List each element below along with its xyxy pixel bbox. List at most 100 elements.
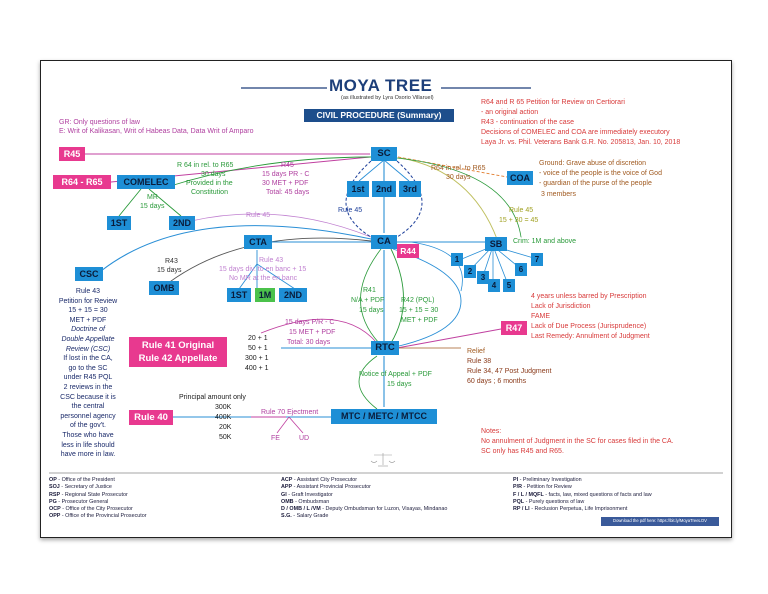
r64-comelec-label: 30 days [201, 171, 226, 178]
legend-item: RP / LI - Reclusion Perpetua, Life Impri… [513, 506, 628, 513]
amount-line: 400 + 1 [245, 365, 269, 372]
rule45-right-label: 15 + 30 = 45 [499, 217, 539, 224]
r47-text-line: Last Remedy: Annulment of Judgment [531, 333, 650, 340]
rule70-label: Rule 70 Ejectment [261, 409, 319, 416]
r64-comelec-label: Provided in the [186, 180, 233, 187]
pr-rtc-label: 15 days P/R - C [285, 319, 335, 326]
principal-value: 400K [215, 414, 232, 421]
legend-item: PQL - Purely questions of law [513, 498, 585, 505]
ca-box: CA [371, 235, 397, 249]
sb-division: 1 [451, 253, 463, 266]
scales-icon [370, 453, 396, 467]
footer-legend-col1: OP - Office of the President SOJ - Secre… [49, 477, 147, 521]
legend-item: S.G. - Salary Grade [281, 513, 329, 520]
sb-division: 3 [477, 271, 489, 284]
legend-item: PI - Preliminary Investigation [513, 477, 582, 483]
gr-note-line: GR: Only questions of law [59, 119, 140, 126]
sb-division: 2 [464, 265, 476, 278]
cta-division-1st: 1ST [227, 288, 251, 302]
legend-item: D / OMB / L /VM - Deputy Ombudsman for L… [281, 506, 448, 513]
rule40-box: Rule 40 [129, 410, 173, 425]
r64-coa-label: R64 in rel. to R65 [431, 165, 486, 172]
comelec-division-2nd: 2ND [169, 216, 195, 230]
ground-note-line: Ground: Grave abuse of discretion [539, 160, 647, 167]
legend-item: P/R - Petition for Review [513, 484, 572, 491]
ground-note-line: - guardian of the purse of the people [539, 180, 652, 187]
rule45-mid-label: Rule 45 [246, 212, 271, 219]
fe-label: FE [271, 435, 280, 442]
legend-item: RSP - Regional State Prosecutor [49, 491, 128, 498]
comelec-box: COMELEC [117, 175, 175, 189]
legend-item: GI - Graft Investigator [281, 491, 333, 498]
rule45-left-label: Rule 45 [338, 207, 363, 214]
r64-note-line: Decisions of COMELEC and COA are immedia… [481, 129, 670, 136]
r64-note-line: R43 - continuation of the case [481, 119, 575, 126]
rule42-label: Rule 42 Appellate [138, 353, 218, 364]
ground-note-line: - voice of the people is the voice of Go… [539, 170, 662, 177]
r64-comelec-label: Constitution [191, 189, 228, 196]
notes-line: SC only has R45 and R65. [481, 448, 564, 455]
r45-ca-label: Total: 45 days [266, 189, 310, 196]
omb-box: OMB [149, 281, 179, 295]
r47-text-line: Lack of Due Process (Jurisprudence) [531, 323, 647, 330]
r47-text-line: FAME [531, 313, 551, 320]
r64-comelec-label: R 64 in rel. to R65 [177, 162, 234, 169]
relief-line: Rule 38 [467, 358, 492, 365]
sb-box: SB [485, 237, 507, 251]
r41-label: 15 days [359, 307, 384, 314]
download-link[interactable]: Download the pdf here: https://bit.ly/Mo… [601, 517, 719, 526]
r41-label: N/A + PDF [351, 297, 385, 304]
r45-ca-label: R45 [281, 162, 294, 169]
sb-division: 6 [515, 263, 527, 276]
legend-item: OCP - Office of the City Prosecutor [49, 506, 133, 513]
cta-division-1m: 1M [255, 288, 275, 302]
cta-division-2nd: 2ND [279, 288, 307, 302]
relief-line: Relief [467, 348, 485, 355]
rule43-cta-label: Rule 43 [259, 257, 284, 264]
legend-item: OMB - Ombudsman [281, 498, 330, 505]
diagram-title: MOYA TREE [329, 76, 433, 95]
legend-item: PG - Prosecutor General [49, 498, 109, 505]
r64-note-line: R64 and R 65 Petition for Review on Cert… [481, 99, 625, 106]
relief-line: 60 days ; 6 months [467, 378, 527, 385]
sc-division-1st: 1st [347, 181, 369, 197]
pr-rtc-label: Total: 30 days [287, 339, 331, 346]
principal-title: Principal amount only [179, 394, 246, 401]
rule45-right-label: Rule 45 [509, 207, 534, 214]
civil-procedure-banner: CIVIL PROCEDURE (Summary) [304, 109, 454, 122]
legend-item: OP - Office of the President [49, 477, 115, 483]
r64-note-line: - an original action [481, 109, 539, 116]
principal-value: 300K [215, 404, 232, 411]
notice-appeal-label: Notice of Appeal + PDF [359, 371, 432, 378]
notes-line: No annulment of Judgment in the SC for c… [481, 438, 674, 445]
crim-label: Crim: 1M and above [513, 238, 577, 245]
r64-coa-label: 30 days [446, 174, 471, 181]
r45-box: R45 [59, 147, 85, 161]
legend-item: ACP - Assistant City Prosecutor [281, 477, 358, 483]
relief-line: Rule 34, 47 Post Judgment [467, 368, 552, 375]
csc-box: CSC [75, 267, 103, 281]
principal-value: 20K [219, 424, 232, 431]
r45-ca-label: 30 MET + PDF [262, 180, 309, 187]
rule43-cta-label: 15 days div. to en banc + 15 [219, 266, 307, 273]
r64-r65-box: R64 - R65 [53, 175, 111, 189]
rtc-box: RTC [371, 341, 399, 355]
legend-item: F / L / MQFL - facts, law, mixed questio… [513, 491, 652, 498]
rule43-cta-label: No MR at the en banc [229, 275, 298, 282]
coa-box: COA [507, 171, 533, 185]
legend-item: OPP - Office of the Provincial Prosecuto… [49, 513, 147, 520]
r64-note-line: Laya Jr. vs. Phil. Veterans Bank G.R. No… [481, 139, 681, 146]
csc-text-block: Rule 43 Petition for Review 15 + 15 = 30… [58, 288, 118, 459]
rule41-rule42-box: Rule 41 Original Rule 42 Appellate [129, 337, 227, 367]
mtc-box: MTC / METC / MTCC [331, 409, 437, 424]
ud-label: UD [299, 435, 310, 442]
sb-division: 4 [488, 279, 500, 292]
gr-note-line: E: Writ of Kalikasan, Writ of Habeas Dat… [59, 128, 254, 135]
r47-text-line: 4 years unless barred by Prescription [531, 293, 647, 300]
footer-legend-col2: ACP - Assistant City Prosecutor APP - As… [281, 477, 447, 521]
principal-value: 50K [219, 434, 232, 441]
amount-line: 300 + 1 [245, 355, 269, 362]
r43-omb-label: 15 days [157, 267, 182, 274]
r47-box: R47 [501, 321, 527, 335]
r43-omb-label: R43 [165, 258, 178, 265]
